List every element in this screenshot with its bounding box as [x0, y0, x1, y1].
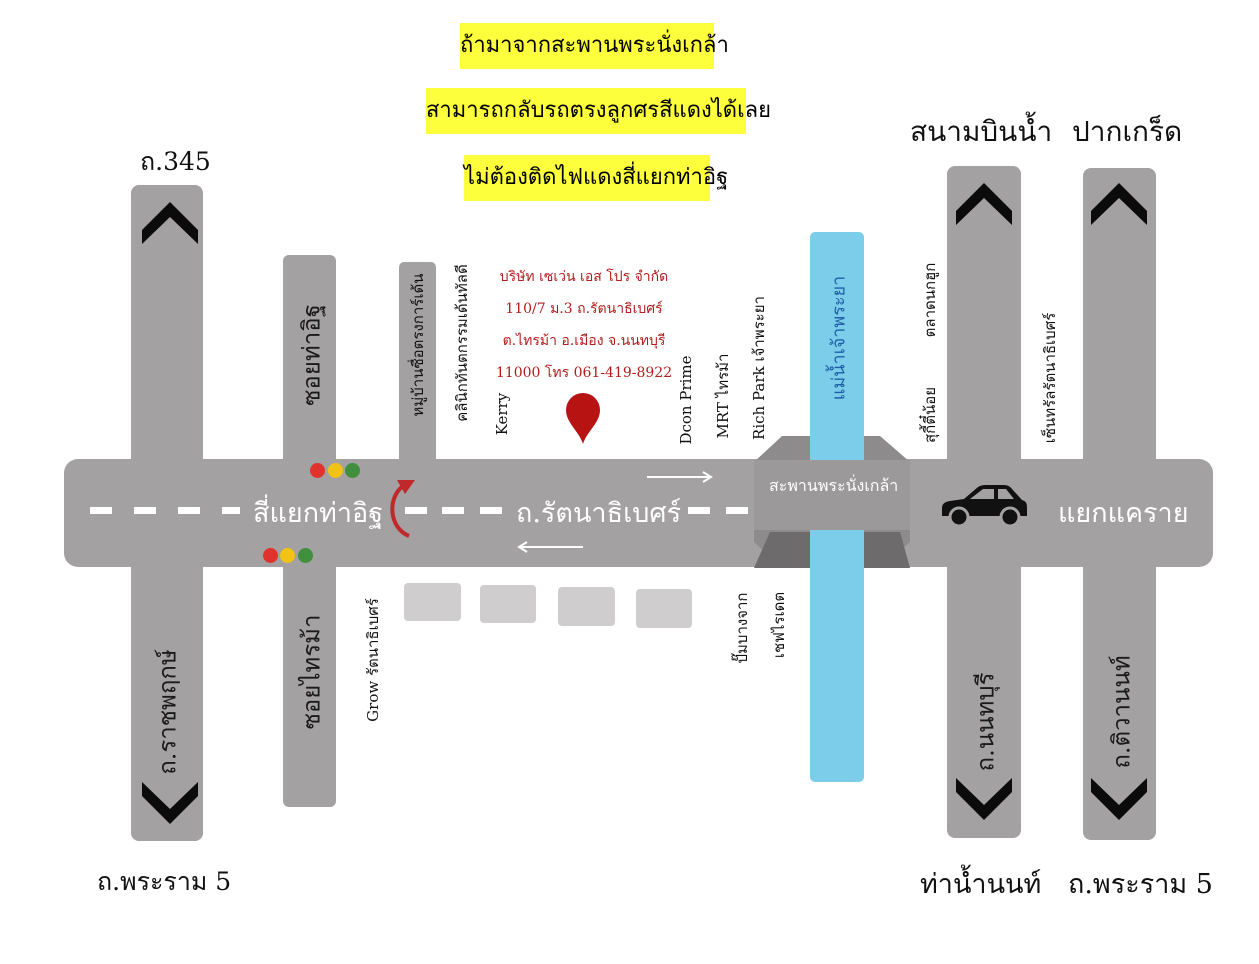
road-soi-tha-it	[283, 255, 336, 465]
map-pin-icon	[566, 393, 600, 444]
traffic-light-icon	[298, 548, 313, 563]
dest-bottom-right-1: ท่าน้ำนนท์	[920, 869, 1042, 900]
intersection-khae-rai-label: แยกแคราย	[1058, 498, 1189, 529]
u-turn-arrow-icon	[390, 480, 415, 538]
traffic-light-icon	[345, 463, 360, 478]
chevron-down-icon	[956, 778, 1012, 820]
note-line-1: ถ้ามาจากสะพานพระนั่งเกล้า	[460, 23, 729, 69]
direction-arrow-icon	[517, 541, 583, 553]
soi-sai-ma-label: ซอยไทรม้า	[297, 614, 326, 730]
river-label: แม่น้ำเจ้าพระยา	[828, 275, 850, 401]
lane-dash	[480, 507, 502, 514]
poi-sukishi-teenoi: สุกี้ตี๋น้อย	[921, 386, 939, 444]
building-block	[558, 587, 615, 626]
main-road-label: ถ.รัตนาธิเบศร์	[516, 498, 682, 529]
bridge-shape	[754, 432, 910, 570]
dest-top-right-1: สนามบินน้ำ	[910, 115, 1053, 148]
poi-grow: Grow รัตนาธิเบศร์	[364, 598, 382, 722]
lane-dash	[688, 507, 710, 514]
dest-bottom-right-2: ถ.พระราม 5	[1068, 869, 1213, 900]
company-address-3: 11000 โทร 061-419-8922	[495, 365, 673, 381]
chevron-down-icon	[1091, 778, 1147, 820]
lane-dash	[90, 507, 112, 514]
soi-tha-it-label: ซอยท่าอิฐ	[297, 304, 326, 406]
chevron-down-icon	[142, 782, 198, 824]
lane-dash	[178, 507, 200, 514]
chevron-up-icon	[1091, 183, 1147, 225]
lane-dash	[726, 507, 748, 514]
chevron-up-icon	[142, 202, 198, 244]
traffic-light-icon	[263, 548, 278, 563]
road-nonthaburi-label: ถ.นนทบุรี	[971, 672, 1000, 772]
poi-dental-clinic: คลินิกทันตกรรมเด้นทัลดี	[453, 264, 471, 422]
building-block	[636, 589, 692, 628]
dest-bottom-left: ถ.พระราม 5	[97, 867, 232, 896]
lane-dash	[222, 507, 240, 514]
dest-top-left: ถ.345	[140, 147, 211, 176]
poi-chef-ridet: เชฟไรเดต	[770, 591, 788, 659]
traffic-light-icon	[280, 548, 295, 563]
note-line-2: สามารถกลับรถตรงลูกศรสีแดงได้เลย	[426, 88, 771, 134]
lane-dash	[405, 507, 427, 514]
building-block	[404, 583, 461, 621]
poi-mrt-sai-ma: MRT ไทรม้า	[714, 353, 732, 439]
poi-kerry: Kerry	[493, 392, 511, 436]
poi-bangchak: ปั๊มบางจาก	[733, 592, 751, 664]
company-name: บริษัท เซเว่น เอส โปร จำกัด	[499, 269, 669, 285]
note-line-3: ไม่ต้องติดไฟแดงสี่แยกท่าอิฐ	[464, 155, 728, 201]
intersection-tha-it-label: สี่แยกท่าอิฐ	[253, 498, 384, 529]
poi-moo-baan: หมู่บ้านซื่อตรงการ์เด้น	[409, 273, 427, 417]
road-moo-baan	[399, 262, 436, 467]
chevron-up-icon	[956, 183, 1012, 225]
bridge-label: สะพานพระนั่งเกล้า	[769, 476, 899, 495]
traffic-light-icon	[310, 463, 325, 478]
poi-rich-park: Rich Park เจ้าพระยา	[750, 296, 768, 440]
road-tiwanon-label: ถ.ติวานนท์	[1107, 655, 1136, 769]
company-address-1: 110/7 ม.3 ถ.รัตนาธิเบศร์	[505, 301, 663, 317]
building-block	[480, 585, 536, 623]
poi-dcon-prime: Dcon Prime	[677, 355, 695, 445]
direction-arrow-icon	[647, 471, 713, 483]
road-soi-sai-ma	[283, 560, 336, 807]
poi-nok-hook-market: ตลาดนกฮูก	[921, 262, 939, 338]
dest-top-right-2: ปากเกร็ด	[1072, 115, 1183, 148]
car-icon	[942, 485, 1027, 528]
lane-dash	[442, 507, 464, 514]
traffic-light-icon	[328, 463, 343, 478]
road-ratchaphruek-label: ถ.ราชพฤกษ์	[153, 649, 182, 775]
company-address-2: ต.ไทรม้า อ.เมือง จ.นนทบุรี	[502, 333, 666, 349]
lane-dash	[134, 507, 156, 514]
poi-central-rattanathibet: เซ็นทรัลรัตนาธิเบศร์	[1041, 312, 1059, 444]
